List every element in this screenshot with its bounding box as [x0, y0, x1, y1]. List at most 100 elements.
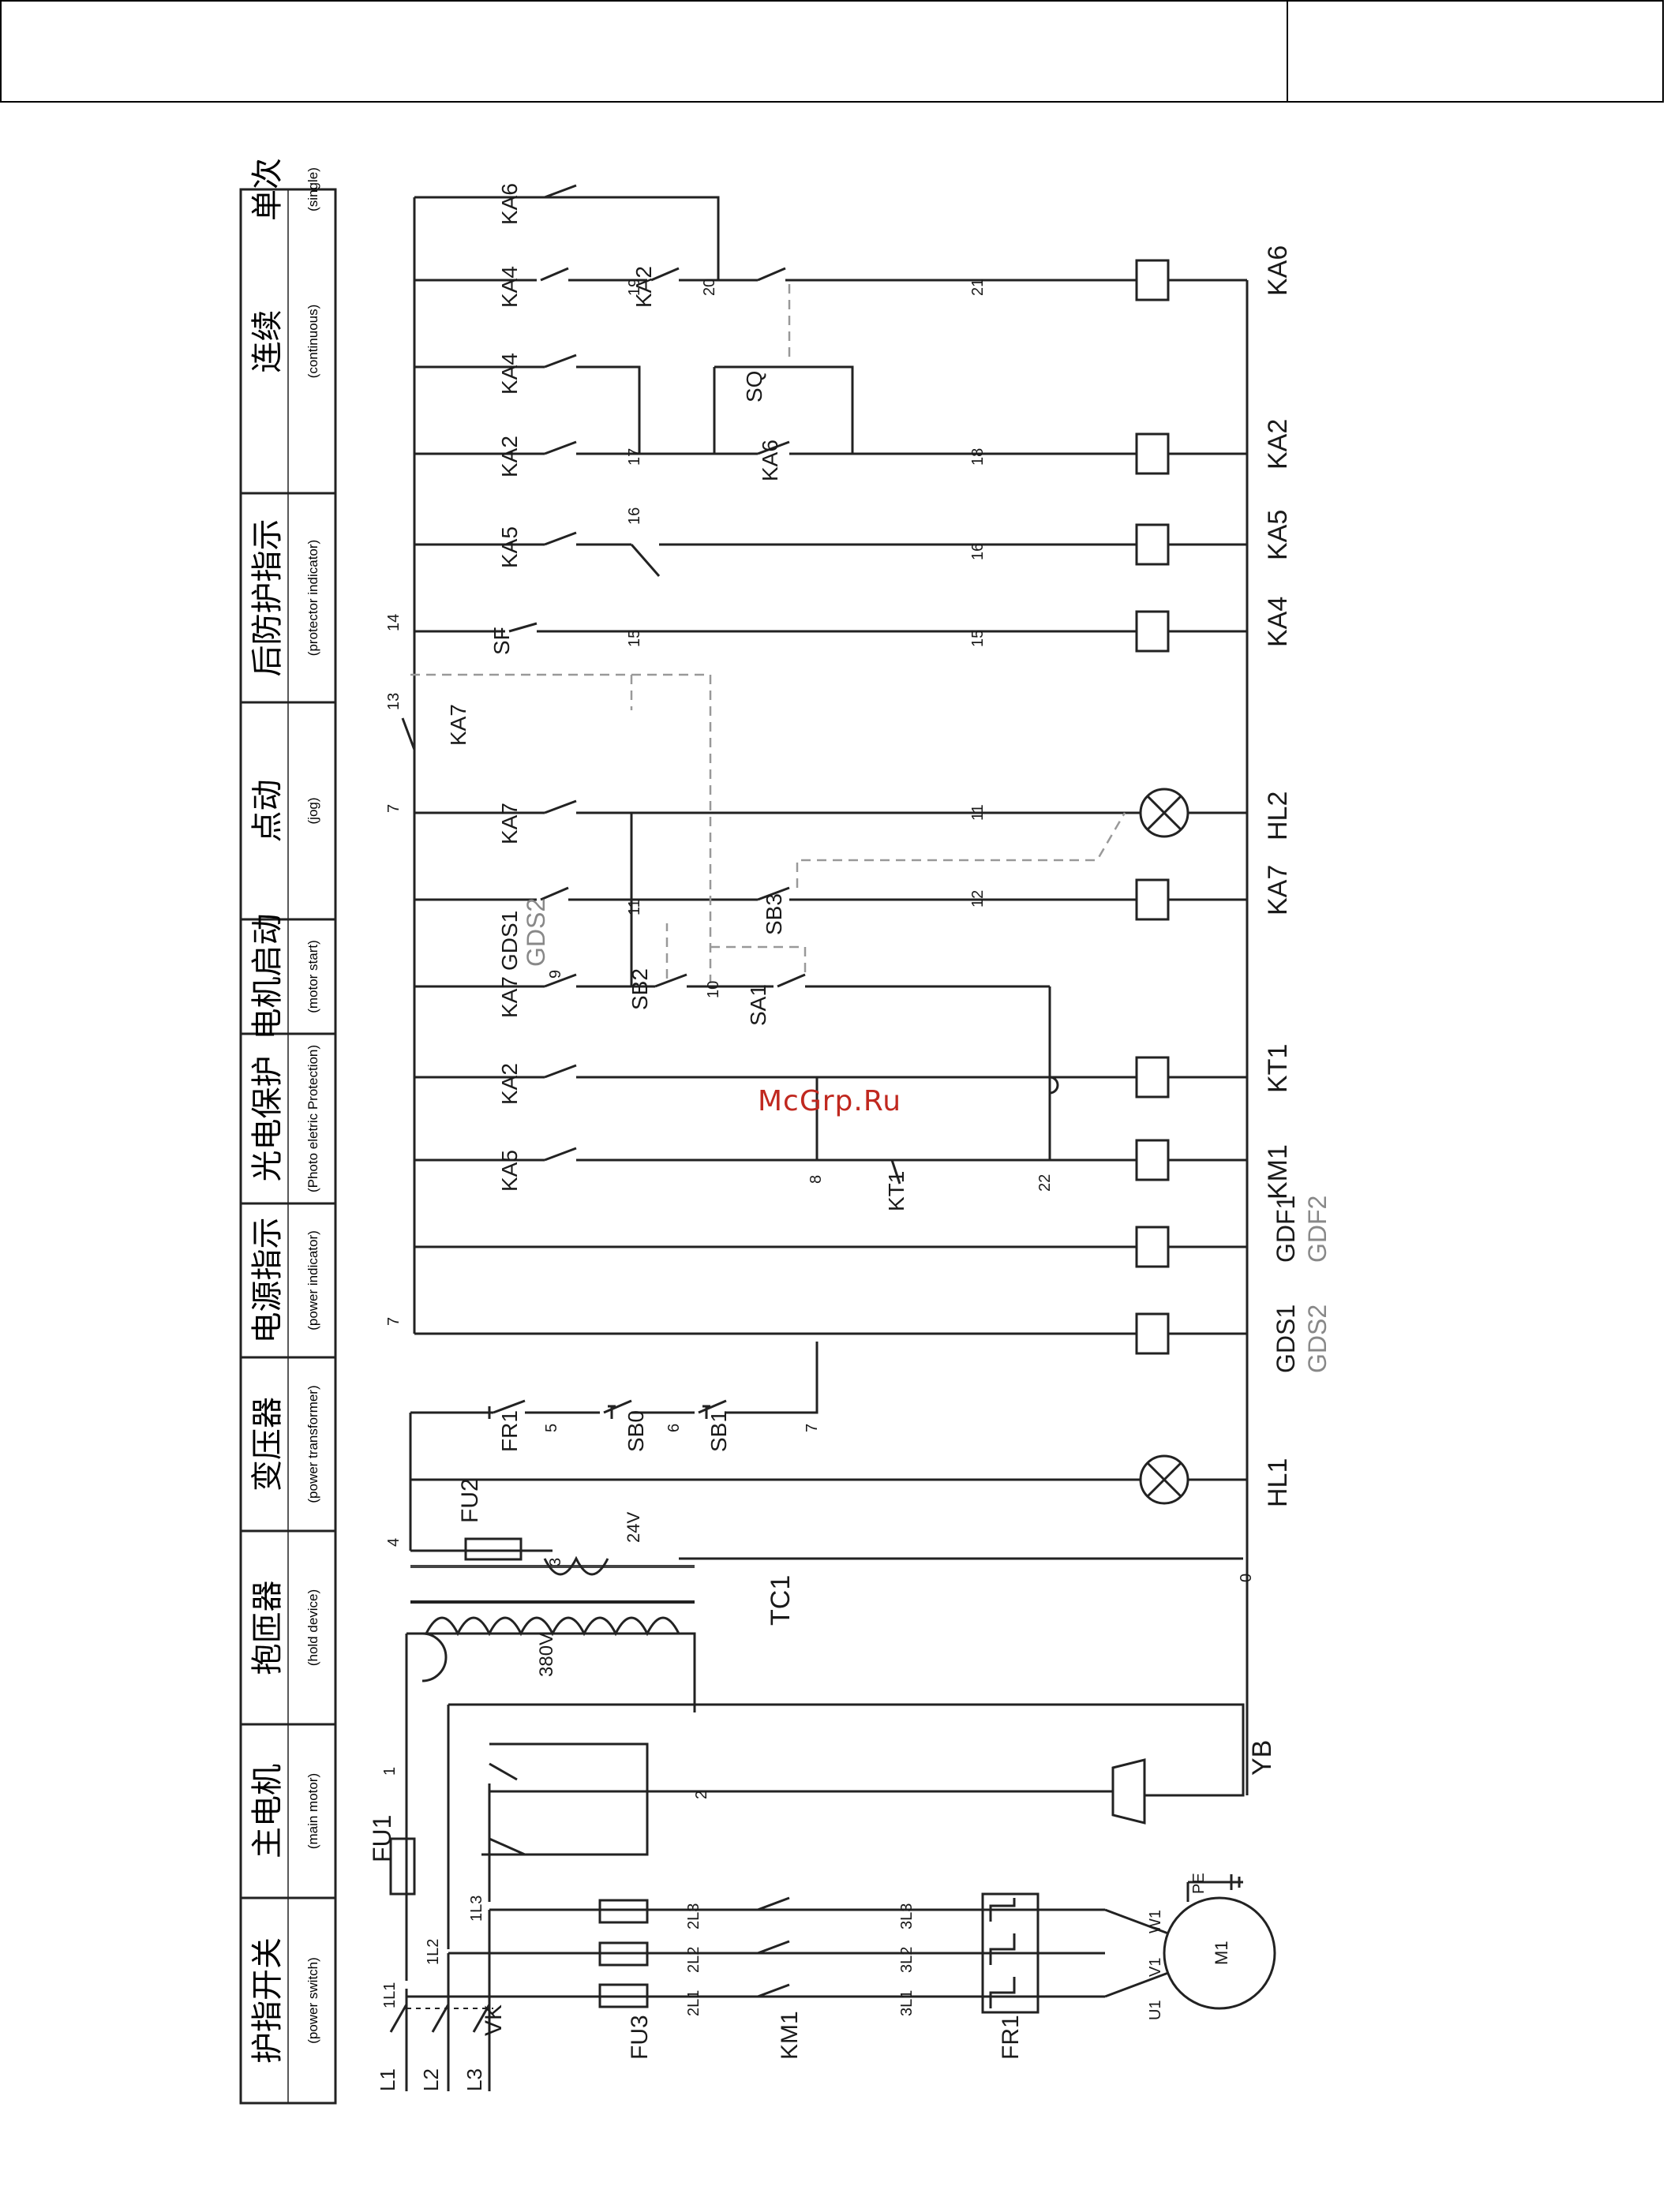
- label-hl1: HL1: [1263, 1458, 1293, 1507]
- label-1l3: 1L3: [468, 1896, 485, 1922]
- header-divider: [1287, 0, 1288, 103]
- label-3l3: 3L3: [898, 1903, 916, 1929]
- label-n14: 14: [385, 614, 403, 631]
- label-l2: L2: [419, 2068, 443, 2091]
- label-gdf1: GDF1: [1272, 1196, 1300, 1263]
- section-title-en: (power transformer): [305, 1385, 320, 1503]
- section-title-en: (power switch): [305, 1957, 320, 2044]
- mechanical-links: [410, 284, 1126, 982]
- label-gds2: GDS2: [522, 898, 550, 967]
- label-gdf2: GDF2: [1303, 1196, 1332, 1263]
- label-gds1: GDS1: [497, 911, 522, 971]
- label-n13: 13: [385, 693, 403, 710]
- label-2l3: 2L3: [685, 1903, 702, 1929]
- label-km1: KM1: [1263, 1144, 1293, 1200]
- section-title-en: (motor start): [305, 940, 320, 1013]
- label-n4: 4: [385, 1538, 403, 1547]
- header-box: [0, 0, 1664, 103]
- label-n18: 18: [969, 448, 987, 466]
- label-ka7: KA7: [497, 976, 522, 1018]
- label-l1: L1: [376, 2068, 399, 2091]
- label-n12: 12: [969, 890, 987, 908]
- label-km1: KM1: [777, 2011, 803, 2060]
- section-title-en: (Photo eletric Protection): [305, 1045, 320, 1192]
- label-l3: L3: [463, 2068, 486, 2091]
- label-tc1: TC1: [766, 1575, 796, 1626]
- label-ka7: KA7: [1263, 865, 1293, 915]
- label-n17: 17: [626, 448, 643, 466]
- section-title-en: (hold device): [305, 1589, 320, 1666]
- label-2l2: 2L2: [685, 1947, 702, 1973]
- label-w1: W1: [1147, 1910, 1164, 1933]
- label-n19: 19: [626, 279, 643, 296]
- label-3l2: 3L2: [898, 1947, 916, 1973]
- label-3l1: 3L1: [898, 1990, 916, 2016]
- label-n22: 22: [1036, 1174, 1054, 1192]
- label-fu2: FU2: [457, 1478, 483, 1523]
- section-title-cn: 电源指示: [250, 1218, 285, 1344]
- section-title-cn: 变压器: [250, 1397, 285, 1492]
- section-title-en: (continuous): [305, 305, 320, 379]
- label-n5: 5: [543, 1424, 560, 1432]
- label-yb: YB: [1247, 1740, 1277, 1776]
- label-n0: 0: [1238, 1574, 1255, 1582]
- label-n21: 21: [969, 279, 987, 296]
- label-n11: 11: [626, 899, 643, 915]
- label-ka4: KA4: [1263, 597, 1293, 647]
- label-n15: 15: [969, 630, 987, 647]
- label-u1: U1: [1147, 2000, 1164, 2020]
- label-n16: 16: [626, 507, 643, 525]
- label-sa1: SA1: [746, 984, 770, 1026]
- section-title-cn: 主电机: [250, 1764, 285, 1858]
- label-v380: 380V: [536, 1633, 557, 1677]
- section-title-en: (protector indicator): [305, 540, 320, 656]
- section-title-en: (power indicator): [305, 1230, 320, 1331]
- label-fu3: FU3: [627, 2015, 653, 2060]
- section-title-cn: 后防护指示: [250, 519, 285, 677]
- watermark: McGrp.Ru: [758, 1085, 902, 1117]
- label-1l1: 1L1: [381, 1982, 399, 2008]
- label-sq: SQ: [742, 371, 766, 402]
- section-title-cn: 光电保护: [250, 1056, 285, 1182]
- label-n2: 2: [693, 1791, 710, 1799]
- label-ka2: KA2: [497, 1063, 522, 1105]
- label-sb2: SB2: [627, 968, 652, 1010]
- label-n20: 20: [701, 279, 718, 296]
- section-title-cn: 电机启动: [250, 914, 285, 1040]
- label-ka2: KA2: [497, 436, 522, 477]
- label-n8: 8: [807, 1175, 825, 1184]
- label-kt1: KT1: [884, 1171, 908, 1211]
- label-sb1: SB1: [706, 1410, 731, 1452]
- section-title-cn: 护指开关: [250, 1937, 285, 2064]
- section-title-en: (main motor): [305, 1773, 320, 1849]
- label-n11: 11: [969, 804, 987, 821]
- label-n16: 16: [969, 543, 987, 560]
- label-n10: 10: [705, 981, 722, 998]
- section-cells: 护指开关 (power switch) 主电机 (main motor) 抱匝器 (hol…: [241, 158, 335, 2064]
- label-n1: 1: [381, 1767, 399, 1776]
- label-fu1: FU1: [368, 1815, 396, 1862]
- label-kt1: KT1: [1263, 1044, 1293, 1093]
- label-n15: 15: [626, 630, 643, 647]
- label-vk: VK: [481, 2004, 507, 2036]
- label-sb3: SB3: [762, 893, 786, 935]
- label-1l2: 1L2: [425, 1939, 442, 1965]
- label-ka5: KA5: [1263, 510, 1293, 560]
- label-ka4: KA4: [497, 353, 522, 395]
- section-title-cn: 单次: [250, 158, 285, 221]
- label-ka2: KA2: [631, 266, 656, 308]
- label-ka6: KA6: [497, 183, 522, 225]
- label-pe: PE: [1190, 1873, 1208, 1894]
- label-gds1: GDS1: [1272, 1304, 1300, 1373]
- section-title-cn: 抱匝器: [250, 1581, 285, 1675]
- label-ka5: KA5: [497, 1150, 522, 1192]
- label-gds2: GDS2: [1303, 1304, 1332, 1373]
- section-title-cn: 点动: [250, 780, 285, 843]
- label-m1: M1: [1212, 1941, 1231, 1965]
- label-n7: 7: [385, 1317, 403, 1326]
- label-ka7: KA7: [446, 704, 470, 746]
- label-ka7: KA7: [497, 803, 522, 844]
- label-sb0: SB0: [624, 1410, 648, 1452]
